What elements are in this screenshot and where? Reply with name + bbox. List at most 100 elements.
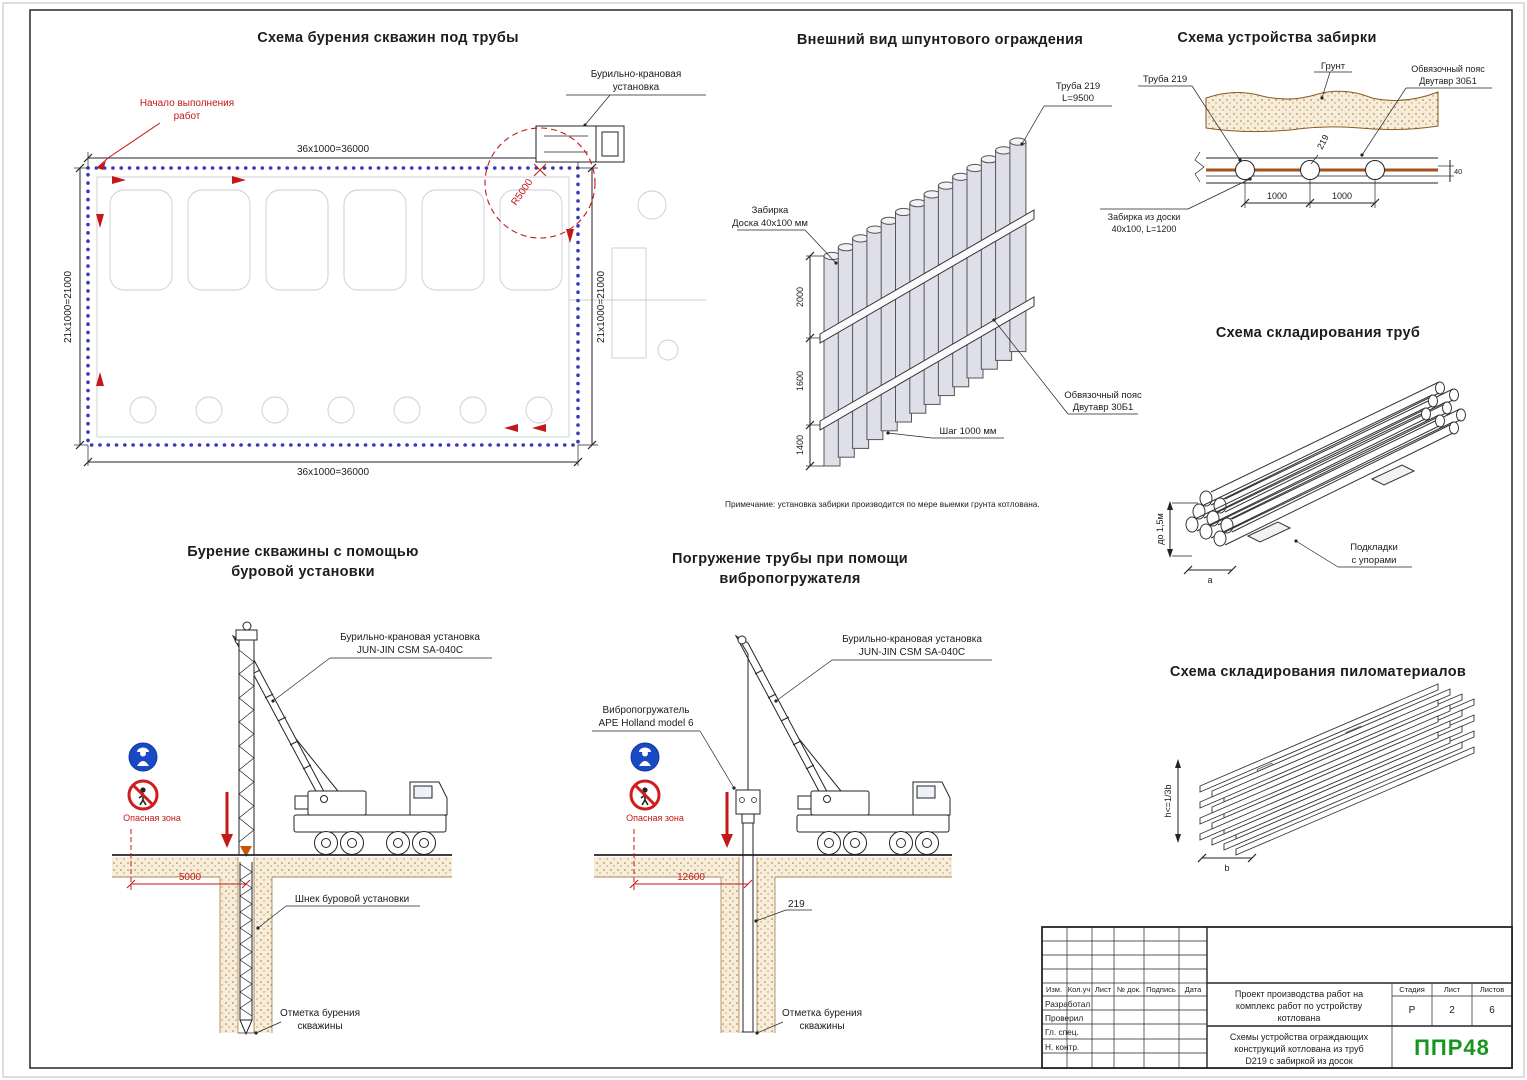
lumber-stack-drawing (1199, 683, 1475, 856)
plan-dimensions: 36х1000=36000 36х1000=36000 21х1000=2100… (63, 144, 607, 478)
drill-points-perimeter (86, 166, 580, 447)
svg-text:скважины: скважины (297, 1021, 342, 1032)
svg-text:Двутавр 30Б1: Двутавр 30Б1 (1073, 402, 1134, 413)
pipe-callout: Труба 219 L=9500 (1020, 81, 1112, 146)
immersion-title-1: Погружение трубы при помощи (672, 551, 908, 567)
immersion-rig-callout: Бурильно-крановая установка JUN-JIN CSM … (774, 634, 992, 703)
dim-1400: 1400 (795, 435, 805, 455)
svg-text:Бурильно-крановая: Бурильно-крановая (591, 69, 682, 80)
listov-label: Листов (1480, 985, 1504, 994)
svg-text:Вибропогружатель: Вибропогружатель (602, 704, 689, 716)
row-glspec: Гл. спец. (1045, 1027, 1079, 1037)
drilling-rig-callout: Бурильно-крановая установка JUN-JIN CSM … (271, 632, 492, 703)
stadia-label: Стадия (1399, 985, 1425, 994)
svg-text:Труба 219: Труба 219 (1056, 81, 1100, 92)
no-entry-sign-icon (127, 779, 159, 811)
no-entry-sign-icon (629, 779, 661, 811)
sheetpile-note: Примечание: установка забирки производит… (725, 499, 1040, 509)
svg-text:Обвязочный пояс: Обвязочный пояс (1064, 390, 1142, 401)
start-of-works-label: Начало выполнения работ (97, 98, 234, 170)
pipe-diameter-callout: 219 (754, 899, 812, 923)
svg-text:работ: работ (174, 110, 201, 122)
step-callout: Шаг 1000 мм (886, 426, 1004, 439)
svg-text:Шаг 1000 мм: Шаг 1000 мм (940, 426, 997, 437)
svg-text:L=9500: L=9500 (1062, 93, 1094, 104)
dim-1000-a: 1000 (1267, 191, 1287, 201)
drilling-title-1: Бурение скважины с помощью (187, 544, 419, 560)
dim-2000: 2000 (795, 287, 805, 307)
svg-text:JUN-JIN CSM SA-040C: JUN-JIN CSM SA-040C (357, 645, 463, 656)
truck-crane (735, 635, 951, 855)
lumber-title: Схема складирования пиломатериалов (1170, 664, 1466, 680)
dim-1000-b: 1000 (1332, 191, 1352, 201)
list-value: 2 (1449, 1005, 1455, 1016)
sheetpile-title: Внешний вид шпунтового ограждения (797, 32, 1083, 48)
svg-text:40х100, L=1200: 40х100, L=1200 (1112, 224, 1177, 234)
dim-h: h<=1/3b (1163, 784, 1173, 817)
svg-text:Бурильно-крановая установка: Бурильно-крановая установка (340, 632, 480, 643)
soil-section (1205, 90, 1439, 133)
dim-right: 21х1000=21000 (596, 271, 607, 343)
ground-callout: Грунт (1314, 61, 1352, 100)
svg-text:с упорами: с упорами (1352, 555, 1397, 566)
svg-text:Грунт: Грунт (1321, 61, 1346, 72)
sheet-title-line3: D219 с забиркой из досок (1245, 1056, 1352, 1066)
svg-text:APE Holland model 6: APE Holland model 6 (598, 718, 693, 729)
dim-b: b (1224, 863, 1229, 873)
rig-plan-callout: Бурильно-крановая установка (566, 69, 706, 127)
danger-zone-label: Опасная зона (626, 813, 684, 823)
work-direction-arrows (96, 176, 574, 432)
dim-bottom: 36х1000=36000 (297, 467, 369, 478)
svg-text:Забирка из доски: Забирка из доски (1108, 212, 1181, 222)
lagging-title: Схема устройства забирки (1177, 30, 1376, 46)
vibro-and-pipe (735, 643, 761, 1033)
project-name-line2: комплекс работ по устройству (1236, 1001, 1363, 1011)
panel-pipe-storage: Схема складирования труб до 1,5м а Подкл… (1155, 325, 1466, 585)
sheet-title-line1: Схемы устройства ограждающих (1230, 1032, 1369, 1042)
svg-text:Бурильно-крановая установка: Бурильно-крановая установка (842, 634, 982, 645)
svg-text:Подкладки: Подкладки (1350, 542, 1398, 553)
panel-drilling-elevation: Бурение скважины с помощью буровой устан… (112, 544, 492, 1036)
col-data: Дата (1185, 985, 1202, 994)
lagging-pipe-callout: Труба 219 (1138, 74, 1242, 162)
sheet-title-line2: конструкций котлована из труб (1234, 1044, 1363, 1054)
helmet-required-sign-icon (630, 742, 660, 772)
svg-text:Обвязочный пояс: Обвязочный пояс (1411, 64, 1485, 74)
project-name-line1: Проект производства работ на (1235, 989, 1363, 999)
immersion-title-2: вибропогружателя (719, 571, 860, 587)
danger-zone-label: Опасная зона (123, 813, 181, 823)
dim-219: 219 (1315, 133, 1331, 151)
dim-12600: 12600 (677, 872, 705, 883)
panel-lagging-detail: Схема устройства забирки 1000 1000 4 (1100, 30, 1492, 234)
row-razrabotal: Разработал (1045, 999, 1090, 1009)
immersion-mark-callout: Отметка бурения скважины (755, 1007, 862, 1035)
list-label: Лист (1444, 985, 1461, 994)
svg-text:скважины: скважины (799, 1021, 844, 1032)
danger-zone-markers: Опасная зона 5000 (123, 742, 251, 891)
lagging-callout: Забирка Доска 40х100 мм (732, 205, 838, 265)
title-block: Изм. Кол.уч Лист № док. Подпись Дата Раз… (1041, 926, 1513, 1069)
vibro-callout: Вибропогружатель APE Holland model 6 (592, 704, 736, 790)
sheetpile-drawing (819, 137, 1035, 467)
svg-text:Шнек буровой установки: Шнек буровой установки (295, 893, 409, 905)
panel-lumber-storage: Схема складирования пиломатериалов h<=1/… (1163, 664, 1475, 873)
svg-text:Доска 40х100 мм: Доска 40х100 мм (732, 218, 808, 229)
project-name-line3: котлована (1278, 1013, 1321, 1023)
svg-text:Забирка: Забирка (752, 205, 789, 216)
dim-left: 21х1000=21000 (63, 271, 74, 343)
drawing-frame (29, 9, 1513, 1069)
row-proveril: Проверил (1045, 1013, 1083, 1023)
col-izm: Изм. (1046, 985, 1062, 994)
dim-1600: 1600 (795, 371, 805, 391)
svg-text:JUN-JIN CSM SA-040C: JUN-JIN CSM SA-040C (859, 647, 965, 658)
auger-callout: Шнек буровой установки (256, 893, 420, 930)
sheetpile-dimensions: 2000 1600 1400 (795, 251, 824, 471)
panel-immersion-elevation: Погружение трубы при помощи вибропогружа… (592, 551, 992, 1035)
waler-callout: Обвязочный пояс Двутавр 30Б1 (992, 318, 1142, 415)
dim-top: 36х1000=36000 (297, 144, 369, 155)
truck-crane (232, 635, 448, 855)
rig-plan-symbol (533, 125, 625, 177)
